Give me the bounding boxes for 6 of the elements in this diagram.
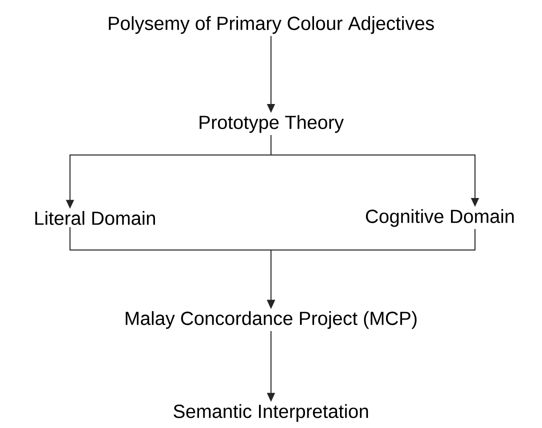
text-label: Polysemy of Primary Colour Adjectives bbox=[108, 16, 434, 34]
text-label: Prototype Theory bbox=[200, 115, 344, 133]
text-label: Cognitive Domain bbox=[366, 209, 514, 227]
text-label: Literal Domain bbox=[35, 211, 155, 225]
text-label: Malay Concordance Project (MCP) bbox=[126, 311, 417, 329]
text-label: Semantic Interpretation bbox=[174, 404, 368, 422]
